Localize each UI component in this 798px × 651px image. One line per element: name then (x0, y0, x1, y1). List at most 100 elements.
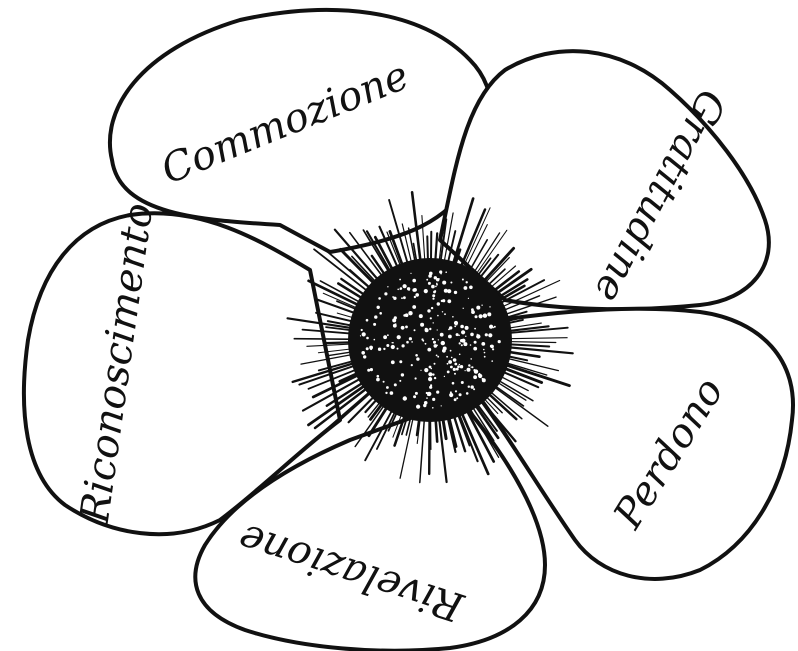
center-speck (412, 305, 416, 309)
center-speck (451, 357, 453, 359)
center-speck (374, 315, 377, 318)
center-speck (430, 317, 432, 319)
center-speck (414, 329, 416, 331)
center-speck (383, 348, 385, 350)
center-speck (446, 356, 448, 358)
center-speck (412, 279, 416, 283)
center-speck (426, 279, 428, 281)
center-speck (373, 323, 376, 326)
center-speck (457, 365, 460, 368)
center-speck (413, 395, 416, 398)
center-speck (484, 356, 486, 358)
center-speck (431, 307, 433, 309)
center-speck (425, 343, 427, 345)
center-speck (437, 329, 438, 330)
center-speck (473, 347, 477, 351)
center-speck (447, 363, 449, 365)
center-speck (438, 339, 439, 340)
center-speck (465, 336, 466, 337)
center-speck (367, 369, 370, 372)
center-speck (361, 329, 363, 331)
center-speck (442, 311, 443, 312)
center-speck (401, 326, 405, 330)
center-speck (452, 382, 455, 385)
center-speck (378, 297, 381, 300)
center-speck (366, 319, 369, 322)
center-speck (428, 282, 431, 285)
center-speck (436, 345, 438, 347)
center-speck (403, 396, 407, 400)
center-speck (386, 386, 389, 389)
center-speck (432, 407, 434, 409)
center-speck (395, 323, 397, 325)
center-speck (362, 352, 364, 354)
center-speck (442, 281, 446, 285)
center-speck (434, 363, 436, 365)
center-speck (481, 342, 485, 346)
center-speck (454, 398, 457, 401)
center-speck (489, 325, 493, 329)
center-speck (489, 306, 490, 307)
center-speck (403, 284, 407, 288)
center-speck (427, 348, 431, 352)
center-speck (474, 328, 476, 330)
center-speck (428, 377, 432, 381)
center-speck (409, 337, 412, 340)
center-speck (445, 271, 447, 273)
center-speck (387, 334, 389, 336)
center-speck (444, 376, 445, 377)
center-speck (456, 333, 459, 336)
center-speck (436, 283, 438, 285)
center-speck (385, 392, 387, 394)
center-speck (483, 349, 485, 351)
center-speck (454, 325, 456, 327)
center-speck (478, 374, 482, 378)
center-speck (433, 322, 434, 323)
center-speck (438, 278, 440, 280)
center-speck (432, 373, 434, 375)
center-speck (400, 287, 403, 290)
center-speck (443, 347, 447, 351)
center-speck (403, 296, 406, 299)
center-speck (450, 391, 452, 393)
center-speck (431, 285, 435, 289)
center-speck (452, 316, 454, 318)
center-speck (456, 324, 458, 326)
center-speck (476, 334, 480, 338)
center-speck (374, 339, 376, 341)
center-speck (376, 378, 380, 382)
center-speck (411, 364, 413, 366)
center-speck (450, 366, 453, 369)
center-speck (406, 341, 409, 344)
center-speck (444, 313, 446, 315)
center-speck (459, 364, 460, 365)
center-speck (391, 345, 395, 349)
center-speck (378, 348, 381, 351)
center-speck (491, 360, 493, 362)
center-speck (465, 326, 469, 330)
center-speck (468, 298, 469, 299)
center-speck (493, 327, 494, 328)
center-speck (366, 337, 369, 340)
center-speck (386, 344, 389, 347)
center-speck (392, 342, 393, 343)
center-speck (436, 391, 439, 394)
center-speck (405, 313, 409, 317)
center-speck (470, 358, 472, 360)
center-speck (402, 344, 405, 347)
center-speck (454, 373, 456, 375)
center-speck (415, 392, 418, 395)
center-speck (482, 378, 486, 382)
center-speck (432, 294, 435, 297)
center-speck (450, 282, 452, 284)
center-speck (422, 340, 424, 342)
center-speck (483, 314, 487, 318)
center-speck (492, 348, 494, 350)
center-speck (442, 299, 445, 302)
center-speck (474, 369, 478, 373)
center-speck (397, 335, 401, 339)
center-speck (454, 291, 457, 294)
center-speck (485, 333, 488, 336)
center-speck (432, 298, 434, 300)
center-speck (362, 332, 366, 336)
